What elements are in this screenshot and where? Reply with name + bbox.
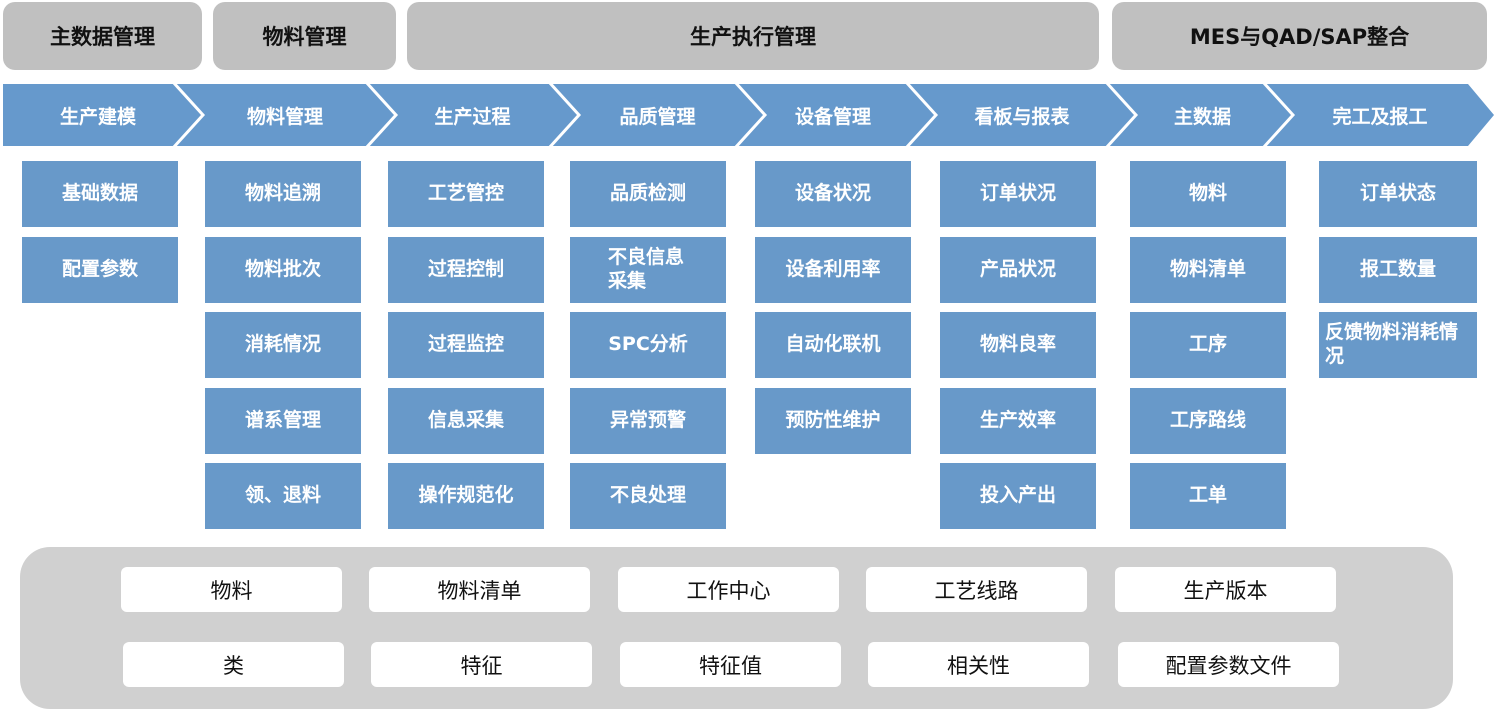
function-box: 报工数量 — [1319, 236, 1477, 303]
function-box: 投入产出 — [940, 463, 1096, 529]
function-box: 工序路线 — [1130, 387, 1286, 454]
chevron-separator — [171, 80, 206, 150]
header-master-data: 主数据管理 — [3, 2, 202, 70]
chevron-separator — [364, 80, 399, 150]
master-data-tile: 物料 — [121, 567, 342, 612]
function-box: 物料 — [1130, 161, 1286, 227]
master-data-panel: 物料 物料清单 工作中心 工艺线路 生产版本 类 特征 特征值 相关性 配置参数… — [20, 547, 1453, 709]
function-box: 品质检测 — [570, 161, 726, 227]
stage-label-process: 生产过程 — [434, 105, 511, 128]
master-data-tile: 工作中心 — [618, 567, 839, 612]
stage-label-material: 物料管理 — [246, 105, 323, 128]
master-data-tile: 物料清单 — [369, 567, 590, 612]
master-data-tile: 特征值 — [620, 642, 841, 687]
function-box: 消耗情况 — [205, 312, 361, 378]
function-box: 订单状况 — [940, 161, 1096, 227]
function-box: 预防性维护 — [755, 387, 911, 454]
stage-label-dashboard: 看板与报表 — [974, 105, 1070, 128]
function-box: 生产效率 — [940, 387, 1096, 454]
stage-label-modeling: 生产建模 — [59, 105, 136, 128]
function-box: 过程监控 — [388, 312, 544, 378]
function-box: 物料清单 — [1130, 236, 1286, 303]
function-box: 不良处理 — [570, 463, 726, 529]
function-box: 物料追溯 — [205, 161, 361, 227]
function-box: 信息采集 — [388, 387, 544, 454]
function-box: 自动化联机 — [755, 312, 911, 378]
master-data-tile: 生产版本 — [1115, 567, 1336, 612]
function-box: 设备状况 — [755, 161, 911, 227]
function-box: 设备利用率 — [755, 236, 911, 303]
function-box: 操作规范化 — [388, 463, 544, 529]
stage-label-completion: 完工及报工 — [1332, 105, 1428, 128]
column-equipment: 设备状况 设备利用率 自动化联机 预防性维护 — [755, 161, 911, 463]
column-process: 工艺管控 过程控制 过程监控 信息采集 操作规范化 — [388, 161, 544, 539]
function-box: 过程控制 — [388, 236, 544, 303]
header-mes-integration: MES与QAD/SAP整合 — [1112, 2, 1487, 70]
function-box: 产品状况 — [940, 236, 1096, 303]
chevron-separator — [733, 80, 768, 150]
chevron-separator — [1261, 80, 1296, 150]
function-box: 物料良率 — [940, 312, 1096, 378]
chevron-separator — [547, 80, 582, 150]
column-material: 物料追溯 物料批次 消耗情况 谱系管理 领、退料 — [205, 161, 361, 539]
function-box: 领、退料 — [205, 463, 361, 529]
stage-label-quality: 品质管理 — [619, 105, 696, 128]
master-data-tile: 工艺线路 — [866, 567, 1087, 612]
function-box: 基础数据 — [22, 161, 178, 227]
stage-label-master-data: 主数据 — [1173, 105, 1231, 128]
function-box: 异常预警 — [570, 387, 726, 454]
master-data-tile: 配置参数文件 — [1118, 642, 1339, 687]
master-data-tile: 相关性 — [868, 642, 1089, 687]
stage-label-equipment: 设备管理 — [794, 105, 871, 128]
column-modeling: 基础数据 配置参数 — [22, 161, 178, 312]
function-box: 配置参数 — [22, 236, 178, 303]
column-quality: 品质检测 不良信息 采集 SPC分析 异常预警 不良处理 — [570, 161, 726, 539]
function-box: 谱系管理 — [205, 387, 361, 454]
chevron-separator — [1104, 80, 1139, 150]
function-box: 订单状态 — [1319, 161, 1477, 227]
function-box: 物料批次 — [205, 236, 361, 303]
master-data-tile: 类 — [123, 642, 344, 687]
chevron-separator — [904, 80, 939, 150]
master-data-tile: 特征 — [371, 642, 592, 687]
function-box: 工序 — [1130, 312, 1286, 378]
header-production-execution: 生产执行管理 — [407, 2, 1099, 70]
function-box: 工艺管控 — [388, 161, 544, 227]
function-box: 工单 — [1130, 463, 1286, 529]
process-arrow-band — [3, 80, 1494, 150]
column-dashboard: 订单状况 产品状况 物料良率 生产效率 投入产出 — [940, 161, 1096, 539]
header-material-management: 物料管理 — [213, 2, 396, 70]
function-box: SPC分析 — [570, 312, 726, 378]
column-completion: 订单状态 报工数量 反馈物料消耗情况 — [1319, 161, 1477, 388]
column-master-data: 物料 物料清单 工序 工序路线 工单 — [1130, 161, 1286, 539]
function-box: 反馈物料消耗情况 — [1319, 312, 1477, 378]
function-box: 不良信息 采集 — [570, 236, 726, 303]
